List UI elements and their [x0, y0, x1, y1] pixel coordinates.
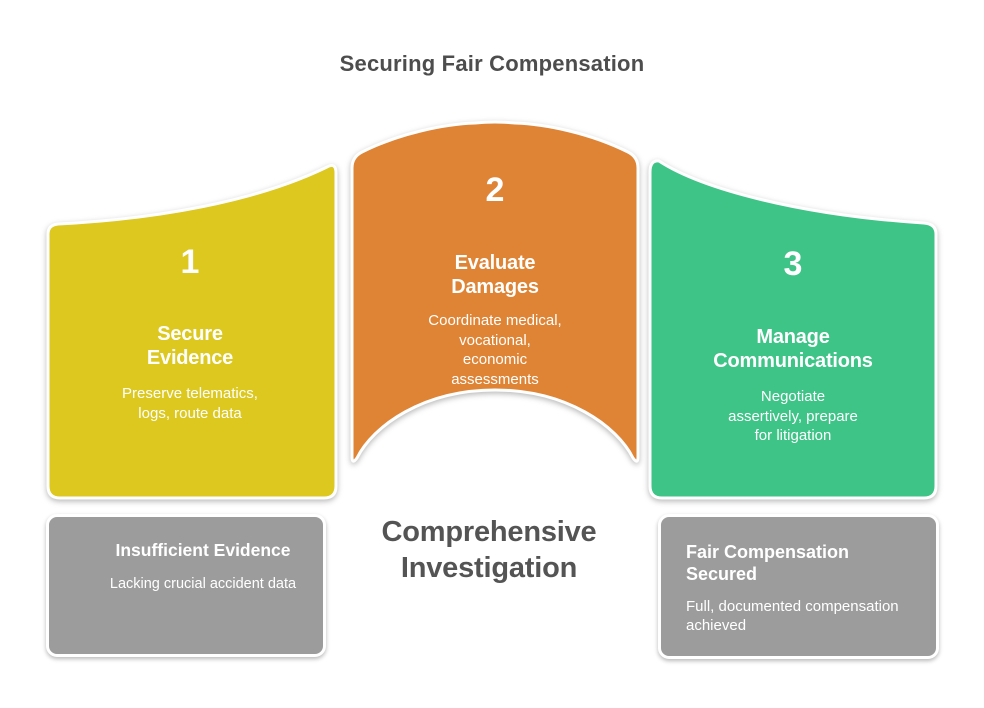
outcome-box-secured: Fair Compensation Secured Full, document… — [658, 514, 939, 659]
step-2-shape — [350, 120, 640, 463]
outcome-description: Full, documented compensation achieved — [686, 598, 899, 634]
step-3-title: Manage Communications — [713, 326, 873, 372]
center-label: Comprehensive Investigation — [381, 516, 597, 584]
step-1-number: 1 — [180, 243, 200, 281]
outcome-title: Fair Compensation Secured — [686, 542, 850, 584]
step-1-shape — [46, 164, 338, 500]
step-3-shape — [648, 159, 938, 500]
step-2-title: Evaluate Damages — [451, 252, 539, 298]
outcome-description: Lacking crucial accident data — [109, 576, 297, 592]
step-2-description: Coordinate medical, vocational, economic… — [428, 312, 562, 388]
step-3-description: Negotiate assertively, prepare for litig… — [728, 388, 858, 444]
outcome-title: Insufficient Evidence — [115, 540, 291, 560]
step-2-number: 2 — [485, 171, 505, 209]
outcome-box-insufficient: Insufficient Evidence Lacking crucial ac… — [46, 514, 326, 657]
step-1-title: Secure Evidence — [146, 323, 234, 369]
step-1-description: Preserve telematics, logs, route data — [122, 385, 258, 422]
page-title: Securing Fair Compensation — [339, 51, 645, 76]
step-3-number: 3 — [783, 245, 803, 283]
